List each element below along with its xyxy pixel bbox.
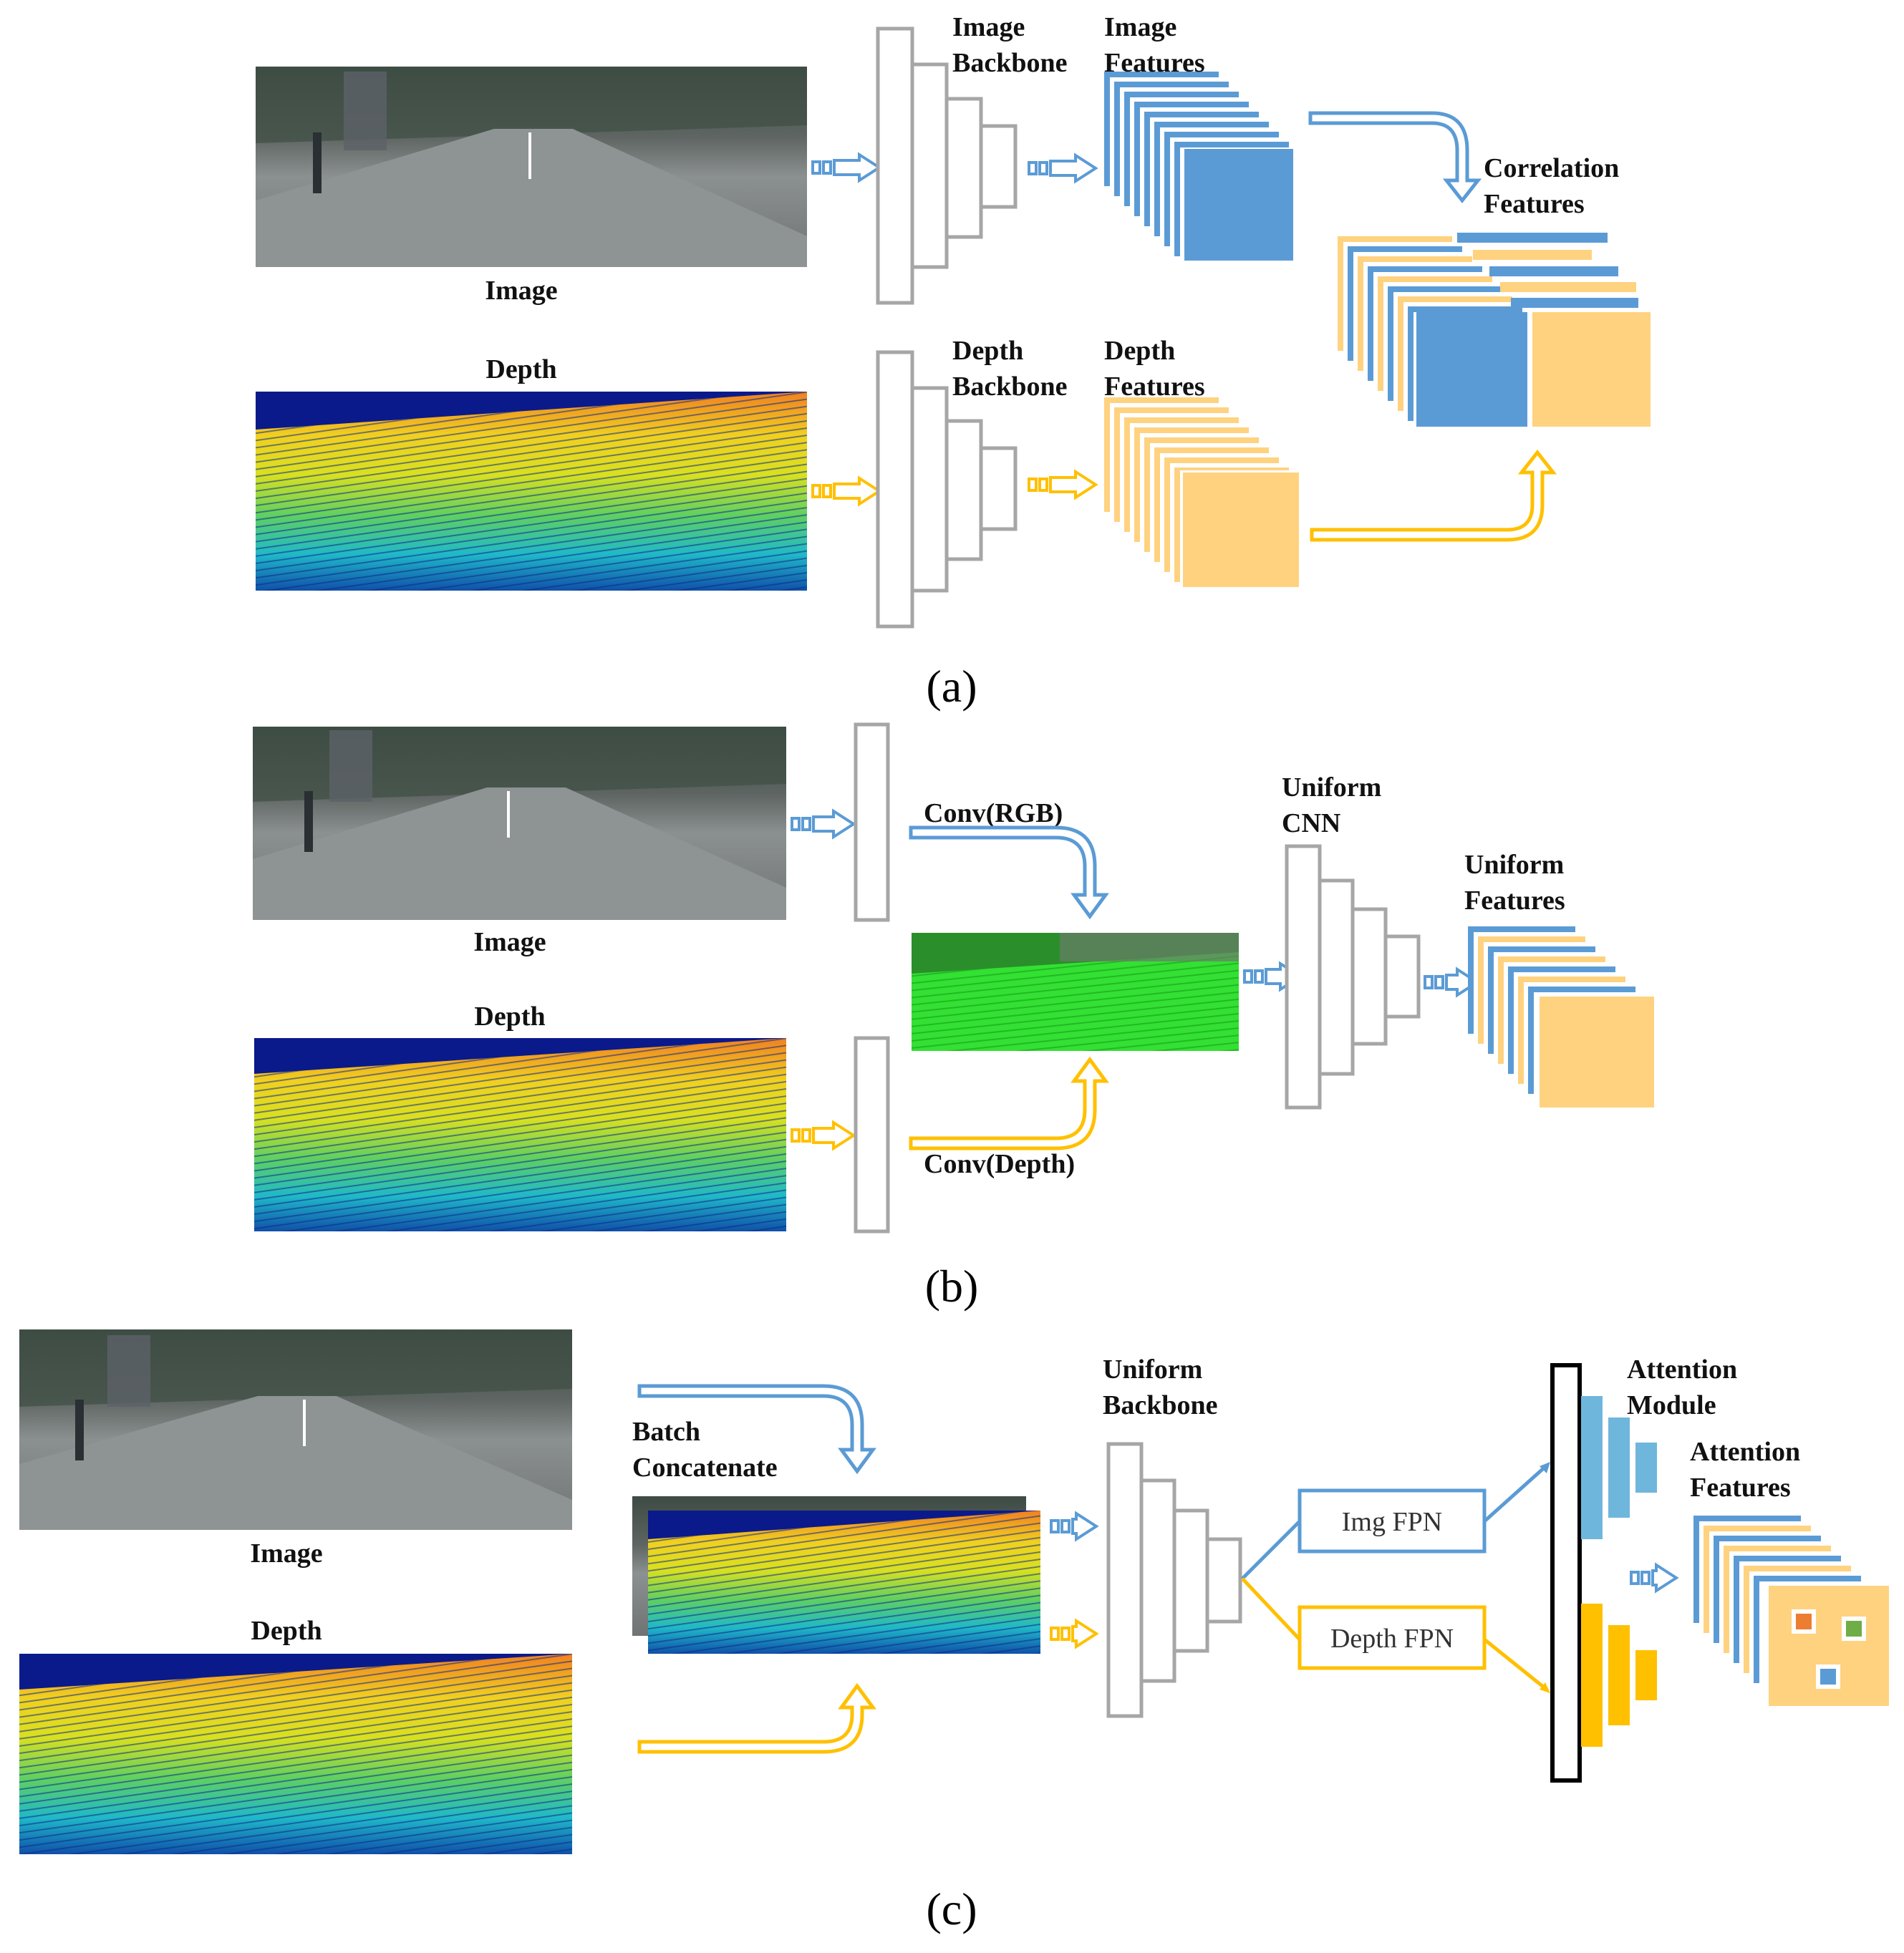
arrow-icon	[1028, 152, 1098, 184]
camera-image	[253, 727, 786, 920]
depth-image	[256, 392, 807, 591]
image-label: Image	[473, 927, 546, 957]
concatenated-batch	[632, 1496, 1040, 1654]
backbone-pyramid-icon	[1285, 844, 1421, 1110]
depth-label: Depth	[474, 1002, 545, 1032]
arrow-icon	[1050, 1618, 1099, 1649]
curved-arrow-icon	[1310, 449, 1557, 542]
camera-image	[256, 67, 807, 267]
backbone-pyramid-icon	[876, 350, 1018, 629]
curved-arrow-icon	[1308, 111, 1482, 204]
arrow-icon	[791, 1120, 856, 1151]
arrow-icon	[811, 152, 882, 183]
arrow-icon	[1424, 966, 1480, 998]
conv-depth-layer	[854, 1036, 890, 1234]
curved-arrow-icon	[909, 825, 1109, 920]
arrow-icon	[1050, 1511, 1099, 1542]
feature-stack-icon	[1693, 1516, 1892, 1714]
fused-image	[912, 933, 1239, 1051]
conv-rgb-label: Conv(RGB)	[924, 798, 1063, 828]
backbone-pyramid-icon	[1106, 1442, 1242, 1718]
arrow-icon	[1630, 1562, 1679, 1594]
depth-image	[19, 1654, 572, 1854]
caption-a: (a)	[926, 661, 977, 712]
depth-label: Depth	[251, 1616, 322, 1646]
conv-rgb-layer	[854, 722, 890, 922]
img-fpn-pyramid	[1581, 1396, 1657, 1539]
curved-arrow-icon	[637, 1682, 876, 1754]
feature-stack-icon	[1104, 397, 1300, 588]
attention-module-bar	[1550, 1363, 1582, 1783]
depth-fpn-box	[1297, 1605, 1487, 1670]
img-fpn-box	[1297, 1488, 1487, 1554]
img-fpn-label: Img FPN	[1342, 1507, 1442, 1537]
panel-b: Image Depth Conv(RGB) Conv(Depth)	[253, 722, 1656, 1312]
feature-stack-icon	[1468, 926, 1656, 1113]
caption-b: (b)	[925, 1261, 979, 1312]
conv-depth-label: Conv(Depth)	[924, 1149, 1075, 1179]
caption-c: (c)	[926, 1884, 977, 1934]
curved-arrow-icon	[909, 1056, 1109, 1150]
depth-fpn-pyramid	[1581, 1604, 1657, 1747]
depth-image	[254, 1038, 786, 1231]
image-label: Image	[485, 276, 557, 306]
feature-stack-icon	[1338, 233, 1651, 427]
feature-stack-icon	[1104, 72, 1295, 262]
backbone-pyramid-icon	[876, 26, 1018, 305]
arrow-icon	[791, 808, 856, 840]
arrow-icon	[1028, 469, 1098, 500]
depth-label: Depth	[485, 354, 556, 384]
image-label: Image	[250, 1538, 322, 1569]
depth-fpn-label: Depth FPN	[1330, 1624, 1454, 1654]
arrow-icon	[811, 475, 882, 507]
curved-arrow-icon	[637, 1384, 876, 1475]
camera-image	[19, 1329, 572, 1530]
